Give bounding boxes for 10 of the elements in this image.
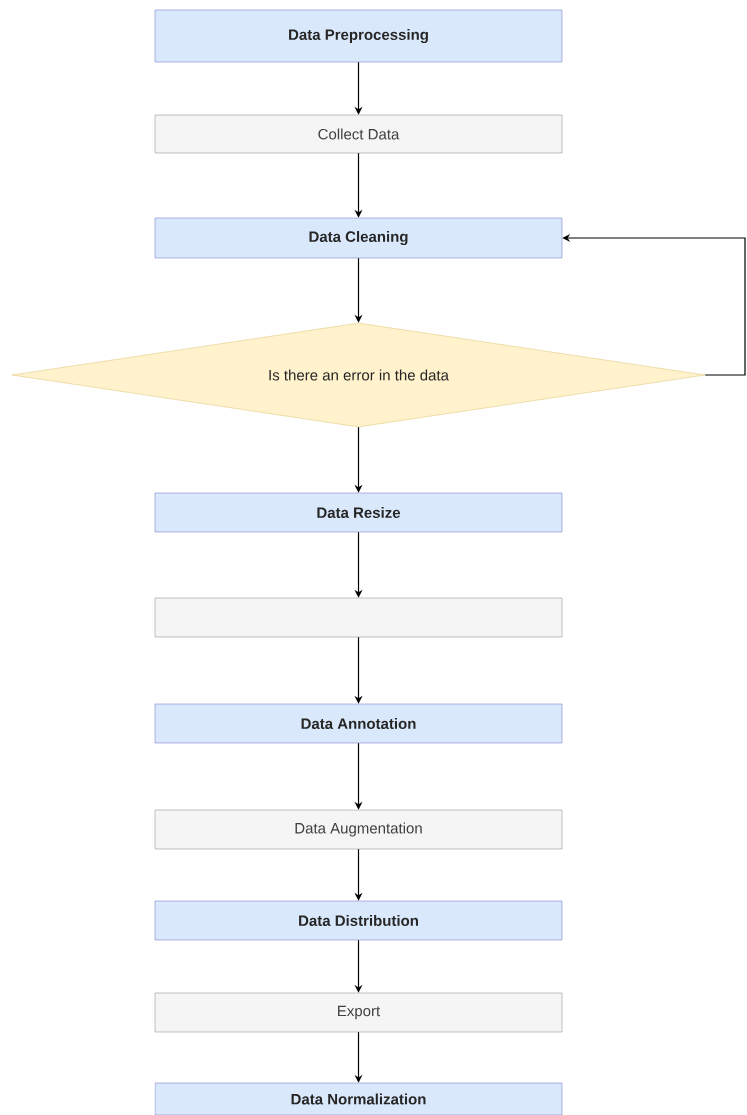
process-box: Export [154, 992, 563, 1033]
process-box: Data Preprocessing [154, 9, 563, 63]
process-box: Data Cleaning [154, 217, 563, 259]
process-box: Data Distribution [154, 900, 563, 941]
process-box: Data Normalization [154, 1082, 563, 1115]
process-box: Collect Data [154, 114, 563, 154]
process-box: Data Annotation [154, 703, 563, 744]
process-box: Data Augmentation [154, 809, 563, 850]
process-box: Data Resize [154, 492, 563, 533]
empty-box [154, 597, 563, 638]
